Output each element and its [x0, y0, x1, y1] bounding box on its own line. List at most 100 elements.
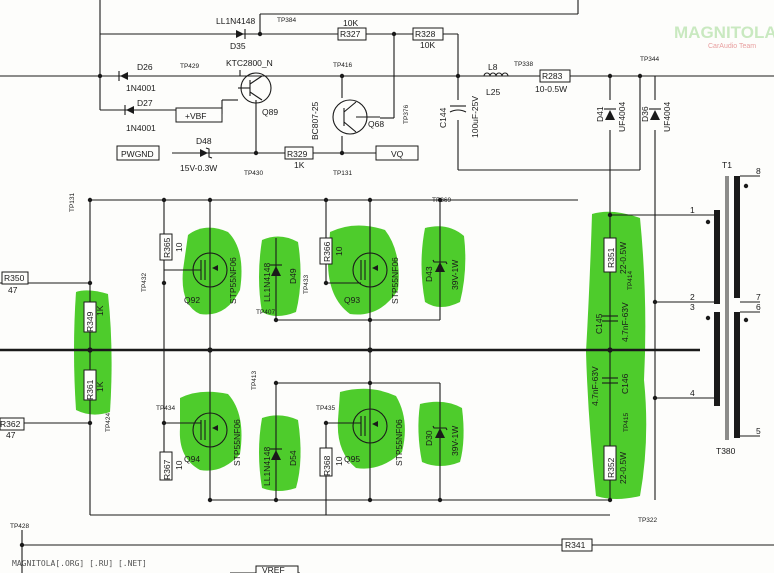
vbf-port [175, 107, 223, 123]
resistor-r351 [603, 237, 617, 273]
label-47-b: 47 [6, 430, 16, 440]
label-pin-1: 1 [690, 205, 695, 215]
label-r368: R368 [322, 455, 332, 476]
label-10-c: 10 [174, 460, 184, 470]
label-tp416: TP416 [333, 62, 353, 69]
label-tp429: TP429 [180, 63, 200, 70]
label-10-d: 10 [334, 456, 344, 466]
label-r341: R341 [565, 540, 586, 550]
label-tp415: TP415 [623, 412, 630, 432]
label-uf4004-a: UF4004 [617, 101, 627, 132]
label-1k: 1K [294, 160, 305, 170]
highlight-q95 [337, 388, 405, 469]
zener-d30 [432, 425, 448, 438]
label-stp-b: STP55NF06 [390, 257, 400, 304]
resistor-r341 [561, 538, 593, 552]
label-stp-a: STP55NF06 [228, 257, 238, 304]
highlight-q93 [328, 225, 399, 315]
resistor-r365 [159, 233, 173, 261]
label-r283-value: 10-0.5W [535, 84, 567, 94]
label-q68: Q68 [368, 119, 384, 129]
label-r329: R329 [287, 149, 308, 159]
label-r349: R349 [85, 311, 95, 332]
label-ll-c: LL1N4148 [262, 446, 272, 486]
resistor-r362 [0, 417, 25, 431]
label-pin-8: 8 [756, 166, 761, 176]
label-l8: L8 [488, 62, 498, 72]
label-tp322: TP322 [638, 517, 658, 524]
resistor-r283 [539, 69, 571, 83]
label-pin-6: 6 [756, 302, 761, 312]
label-q95: Q95 [344, 454, 360, 464]
label-vq: VQ [391, 149, 404, 159]
label-tp384: TP384 [277, 17, 297, 24]
label-tp413: TP413 [251, 370, 258, 390]
label-bc807: BC807-25 [310, 101, 320, 140]
label-l25: L25 [486, 87, 500, 97]
label-d41: D41 [595, 106, 605, 122]
label-r328: R328 [415, 29, 436, 39]
transistor-q89 [238, 72, 272, 104]
label-pin-5: 5 [756, 426, 761, 436]
footer-source: MAGNITOLA[.ORG] [.RU] [.NET] [12, 559, 147, 568]
label-d30: D30 [424, 430, 434, 446]
label-tp428: TP428 [10, 523, 30, 530]
label-47-a: 47 [8, 285, 18, 295]
highlight-r349-r361 [74, 290, 112, 415]
label-tp344: TP344 [640, 56, 660, 63]
diode-d36 [649, 108, 661, 120]
label-1k-c: 1K [95, 381, 105, 392]
vq-port [375, 145, 419, 161]
label-pin-2: 2 [690, 292, 695, 302]
label-r366: R366 [322, 241, 332, 262]
label-1n4001-b: 1N4001 [126, 123, 156, 133]
label-d54: D54 [288, 450, 298, 466]
label-d48-value: 15V-0.3W [180, 163, 217, 173]
transistor-q68 [332, 99, 380, 135]
label-tp338: TP338 [514, 61, 534, 68]
label-c144-value: 100uF-25V [470, 96, 480, 138]
label-pwgnd: PWGND [121, 149, 154, 159]
components [0, 27, 760, 573]
vref-port [255, 565, 299, 573]
diode-d41 [604, 108, 616, 120]
label-q93: Q93 [344, 295, 360, 305]
capacitor-c146 [602, 377, 618, 384]
label-tp407: TP407 [256, 309, 276, 316]
label-tp131b: TP131 [69, 192, 76, 212]
label-r365: R365 [162, 237, 172, 258]
inductor-l8 [483, 72, 509, 77]
label-c145: C145 [594, 313, 604, 334]
highlight-snubber [586, 211, 647, 499]
label-d35: D35 [230, 41, 246, 51]
label-r351: R351 [606, 247, 616, 268]
label-ktc2800: KTC2800_N [226, 58, 273, 68]
transformer-t1 [705, 175, 760, 440]
highlight-q94 [179, 391, 242, 471]
label-d43-value: 39V-1W [450, 260, 460, 290]
label-tp131: TP131 [333, 170, 353, 177]
text-labels: LL1N4148 D35 TP384 10K R327 R328 10K D26… [0, 16, 761, 573]
capacitor-c144 [449, 105, 467, 113]
resistor-r368 [319, 447, 333, 477]
label-pin-3: 3 [690, 302, 695, 312]
resistor-r361 [83, 369, 97, 401]
label-10k-a: 10K [343, 18, 358, 28]
resistor-r349 [83, 301, 97, 333]
label-r350: R350 [4, 273, 25, 283]
zener-d48 [200, 147, 213, 159]
highlight-d49 [259, 236, 301, 316]
label-r351-value: 22-0.5W [618, 242, 628, 274]
label-d27: D27 [137, 98, 153, 108]
label-10-b: 10 [334, 246, 344, 256]
label-d48: D48 [196, 136, 212, 146]
label-tp435: TP435 [316, 405, 336, 412]
label-r283: R283 [542, 71, 563, 81]
resistor-r367 [159, 451, 173, 481]
label-10k-b: 10K [420, 40, 435, 50]
label-1k-b: 1K [95, 305, 105, 316]
label-d49: D49 [288, 268, 298, 284]
junctions [19, 31, 658, 548]
label-r361: R361 [85, 379, 95, 400]
resistor-r327 [337, 27, 367, 41]
